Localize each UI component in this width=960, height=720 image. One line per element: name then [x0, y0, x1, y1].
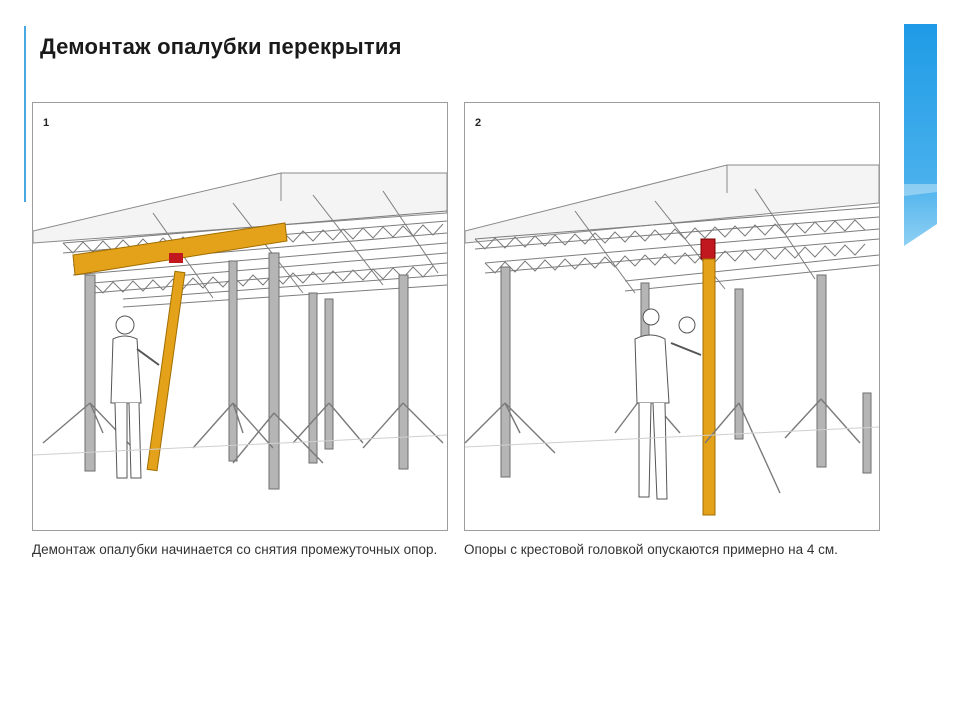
slide-title: Демонтаж опалубки перекрытия	[40, 34, 402, 59]
accent-line	[24, 26, 26, 202]
floor-line	[465, 426, 879, 448]
steel-props	[500, 266, 872, 478]
ceiling-slab	[465, 164, 879, 244]
panel-caption-2: Опоры с крестовой головкой опускаются пр…	[464, 542, 838, 557]
carried-prop	[146, 270, 186, 472]
worker-figures	[634, 308, 702, 500]
steel-props	[84, 252, 409, 490]
panel-number: 2	[475, 117, 482, 129]
decorative-ribbon	[904, 24, 937, 246]
formwork-illustration-1	[33, 172, 447, 490]
floor-line	[33, 434, 447, 456]
illustration-panel-2: 2	[464, 102, 880, 531]
worker-figure	[110, 270, 186, 479]
illustration-panel-1: 1	[32, 102, 448, 531]
formwork-illustration-2	[465, 164, 879, 516]
panel-caption-1: Демонтаж опалубки начинается со снятия п…	[32, 542, 438, 557]
prop-tripods	[42, 402, 444, 464]
cross-head	[700, 238, 716, 260]
panel-number: 1	[43, 117, 50, 129]
ceiling-slab	[33, 172, 447, 244]
prop-tripods	[465, 392, 861, 494]
removed-main-beam	[72, 222, 288, 276]
beam-clamp	[169, 253, 183, 263]
lowered-prop	[702, 258, 716, 516]
lattice-beams	[474, 188, 879, 294]
